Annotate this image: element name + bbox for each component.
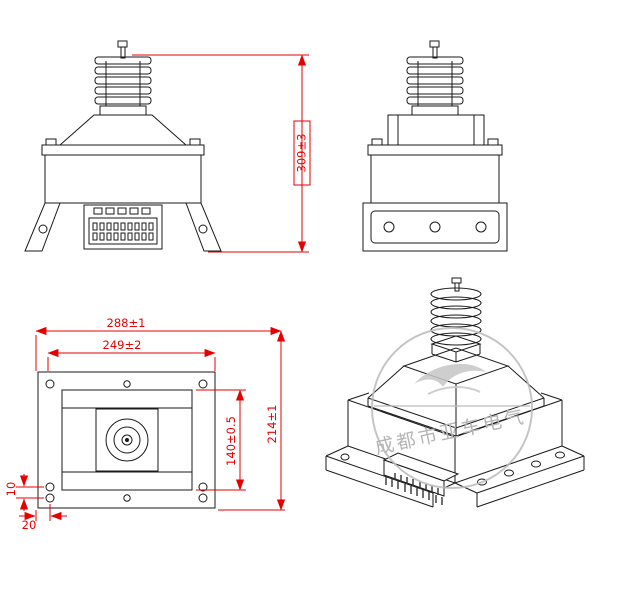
insulator-front [94, 56, 152, 116]
dimension-overall-height [132, 54, 311, 253]
connector-front [83, 204, 163, 250]
dim-overall-depth-label: 214±1 [265, 405, 279, 444]
dimension-inner-depth [196, 389, 246, 491]
top-view-outline [37, 371, 216, 509]
main-body-front [44, 154, 202, 204]
dim-hole-offset-label: 10 [4, 482, 18, 497]
dimension-overall-depth [218, 330, 286, 511]
upper-housing-side [387, 114, 485, 146]
insulator-base-iso [430, 335, 482, 363]
upper-housing-front [58, 114, 188, 146]
dim-inner-depth-label: 140±0.5 [224, 416, 238, 466]
watermark-text: 成都市亚车电气 [373, 405, 528, 459]
mounting-bracket-right [185, 202, 222, 252]
mounting-bracket-left [24, 202, 61, 252]
side-view [362, 40, 508, 252]
mounting-tab-right-iso [454, 445, 585, 508]
watermark-logo [414, 363, 486, 387]
dim-overall-height-label: 309±3 [295, 134, 309, 173]
watermark [371, 327, 533, 489]
connector-iso [382, 452, 460, 505]
bottom-plate-side [362, 202, 508, 252]
dimension-edge-margin [19, 504, 67, 521]
dimension-overall-width [35, 326, 282, 371]
dimension-hole-offset [16, 474, 44, 511]
insulator-side [406, 56, 464, 116]
dim-overall-width-label: 288±1 [107, 316, 146, 330]
dimension-inner-width [47, 348, 216, 371]
terminal-pin-side [429, 40, 440, 59]
insulator-iso [430, 277, 482, 346]
top-view [37, 371, 216, 509]
watermark-circle [371, 327, 533, 489]
main-body-side [370, 154, 500, 204]
front-view [24, 40, 222, 252]
terminal-pin-front [117, 40, 128, 59]
inner-frame [61, 389, 193, 491]
isometric-view [325, 277, 585, 508]
mounting-holes [45, 379, 208, 503]
dim-inner-width-label: 249±2 [103, 338, 142, 352]
flange-front [41, 138, 205, 156]
center-boss [95, 408, 159, 472]
dim-edge-margin-label: 20 [22, 518, 37, 532]
